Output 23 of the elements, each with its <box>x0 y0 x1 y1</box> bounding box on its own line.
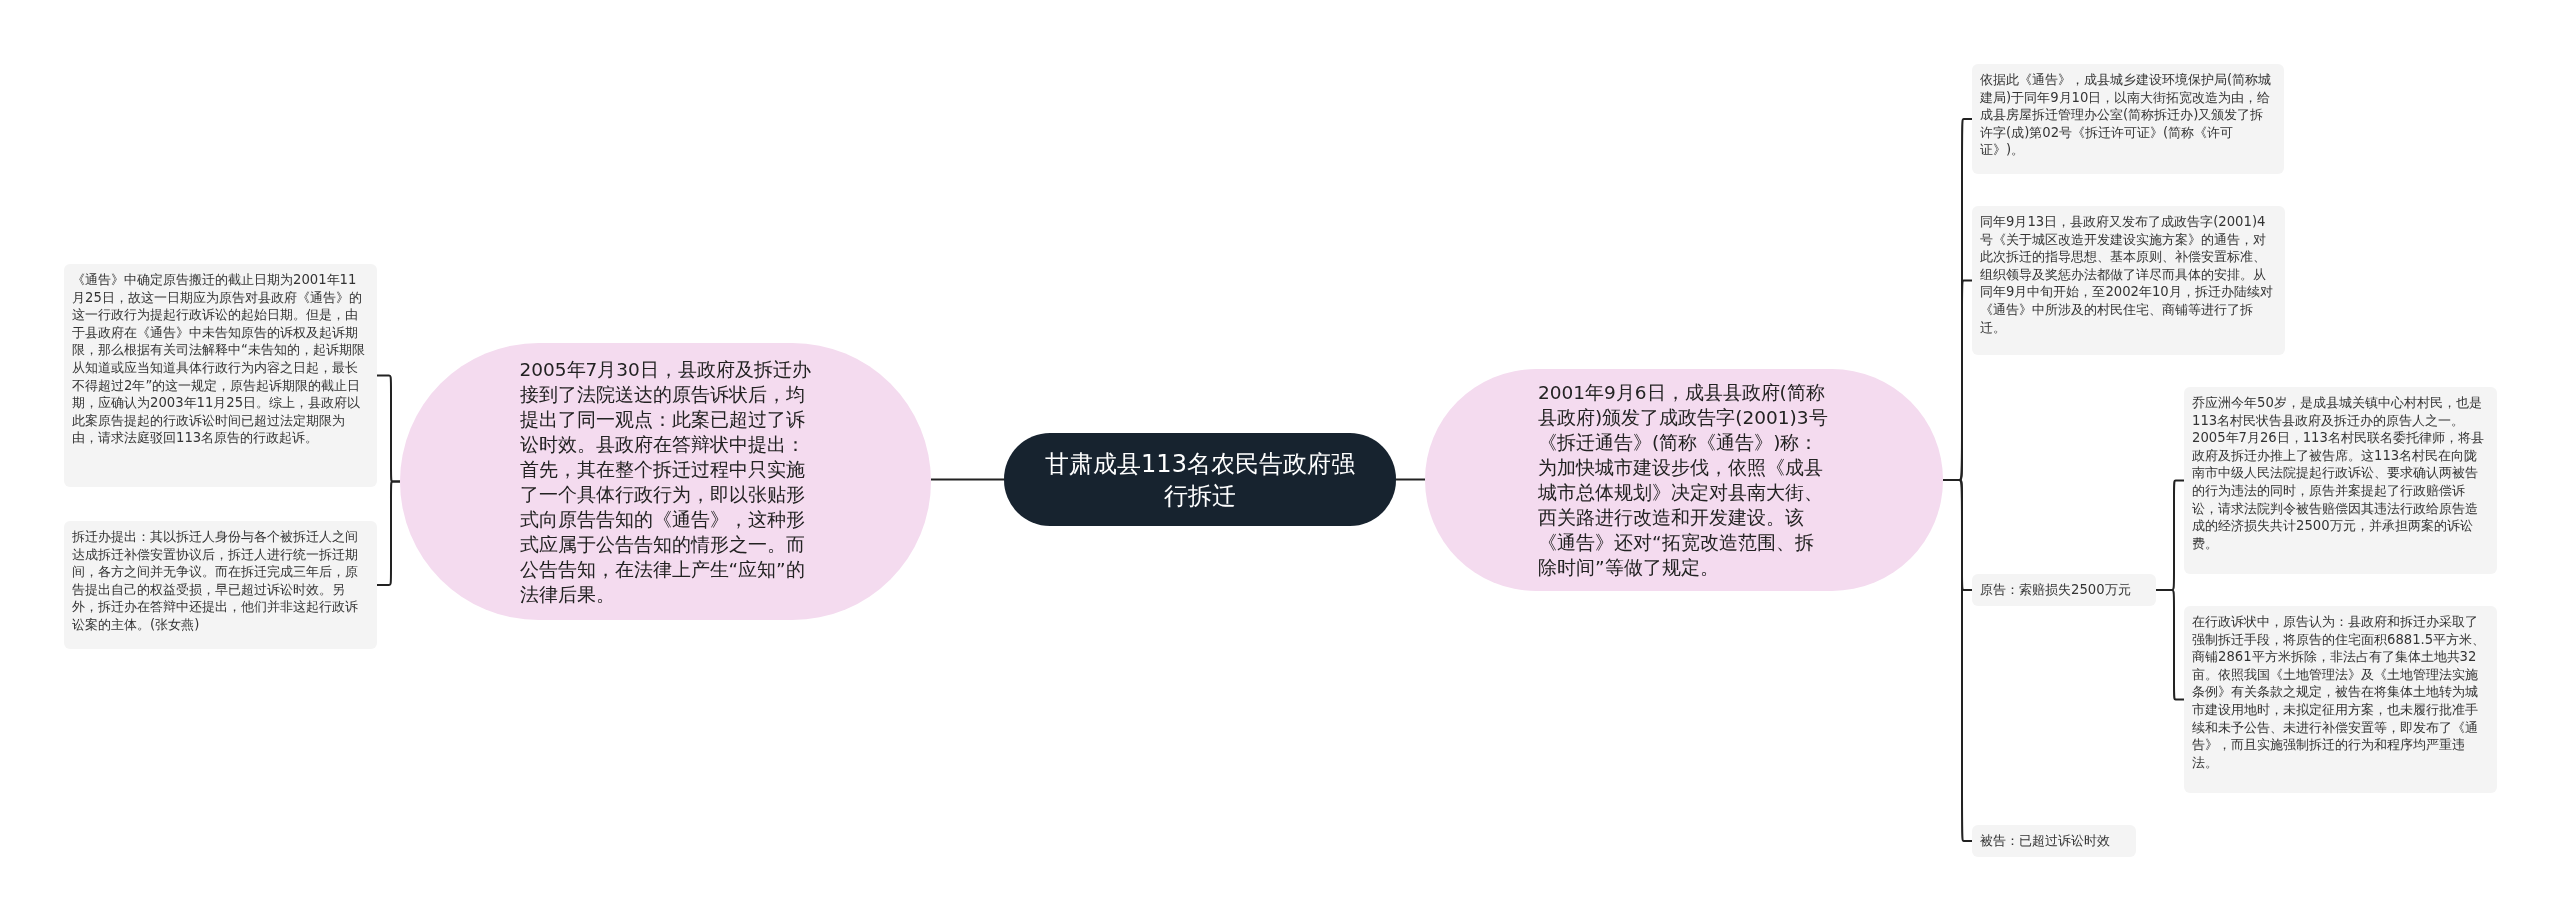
node-text: 同年9月13日，县政府又发布了成政告字(2001)4号《关于城区改造开发建设实施方案》的通告，对此次拆迁的指导思想、基本原则、补偿安置标准、组织领导及奖惩办法都做了详尽而具体的安排。从同年9月中旬开始，至2002年10月，拆迁办陆续对《通告》中所涉及的村民住宅、商铺等进行了拆迁。 <box>1980 213 2274 337</box>
connector-line <box>376 480 401 586</box>
subtopic-card <box>1972 825 2136 857</box>
node-text: 依据此《通告》，成县城乡建设环境保护局(简称城建局)于同年9月10日，以南大街拓宽改造为由，给成县房屋拆迁管理办公室(简称拆迁办)又颁发了拆许字(成)第02号《拆迁许可证》(简称《许可证》)。 <box>1980 71 2273 159</box>
connector-line <box>2155 589 2185 701</box>
node-text: 乔应洲今年50岁，是成县城关镇中心村村民，也是113名村民状告县政府及拆迁办的原告人之一。2005年7月26日，113名村民联名委托律师，将县政府及拆迁办推上了被告席。这113名村民在向陇南市中级人民法院提起行政诉讼、要求确认两被告的行为违法的同时，原告并案提起了行政赔偿诉讼，请求法院判令被告赔偿因其违法行政给原告造成的经济损失共计2500万元，并承担两案的诉讼费。 <box>2192 394 2485 553</box>
note-card <box>1972 64 2284 174</box>
note-card <box>64 521 377 649</box>
connector-line <box>930 478 1005 481</box>
connector-line <box>1395 478 1426 481</box>
note-card <box>64 264 377 487</box>
node-text: 《通告》中确定原告搬迁的截止日期为2001年11月25日，故这一日期应为原告对县政府《通告》的这一行政行为提起行政诉讼的起始日期。但是，由于县政府在《通告》中未告知原告的诉权及起诉期限，那么根据有关司法解释中“未告知的，起诉期限从知道或应当知道具体行政行为内容之日起，最长不得超过2年”的这一规定，原告起诉期限的截止日期，应确认为2003年11月25日。综上，县政府以此案原告提起的行政诉讼时间已超过法定期限为由，请求法庭驳回113名原告的行政起诉。 <box>72 271 366 447</box>
note-card <box>2184 387 2497 574</box>
node-text: 甘肃成县113名农民告政府强行拆迁 <box>1044 448 1356 512</box>
node-text: 原告：索赔损失2500万元 <box>1980 581 2132 599</box>
node-text: 在行政诉状中，原告认为：县政府和拆迁办采取了强制拆迁手段，将原告的住宅面积6881.5平方米、商铺2861平方米拆除，非法占有了集体土地共32亩。依照我国《土地管理法》及《土地管理法实施条例》有关条款之规定，被告在将集体土地转为城市建设用地时，未拟定征用方案，也未履行批准手续和未予公告、未进行补偿安置等，即发布了《通告》，而且实施强制拆迁的行为和程序均严重违法。 <box>2192 613 2487 772</box>
node-text: 被告：已超过诉讼时效 <box>1980 832 2111 850</box>
note-card <box>2184 606 2497 793</box>
node-text: 2005年7月30日，县政府及拆迁办接到了法院送达的原告诉状后，均提出了同一观点：此案已超过了诉讼时效。县政府在答辩状中提出：首先，其在整个拆迁过程中只实施了一个具体行政行为，即以张贴形式向原告告知的《通告》，这种形式应属于公告告知的情形之一。而公告告知，在法律上产生“应知”的法律后果。 <box>519 357 812 607</box>
node-text: 拆迁办提出：其以拆迁人身份与各个被拆迁人之间达成拆迁补偿安置协议后，拆迁人进行统一拆迁期间，各方之间并无争议。而在拆迁完成三年后，原告提出自己的权益受损，早已超过诉讼时效。另外，拆迁办在答辩中还提出，他们并非这起行政诉讼案的主体。(张女燕) <box>72 528 359 634</box>
note-card <box>1972 206 2285 355</box>
node-text: 2001年9月6日，成县县政府(简称县政府)颁发了成政告字(2001)3号《拆迁通告》(简称《通告》)称：为加快城市建设步伐，依照《成县城市总体规划》决定对县南大街、西关路进行改造和开发建设。该《通告》还对“拓宽改造范围、拆除时间”等做了规定。 <box>1538 381 1829 580</box>
subtopic-card <box>1972 574 2156 606</box>
